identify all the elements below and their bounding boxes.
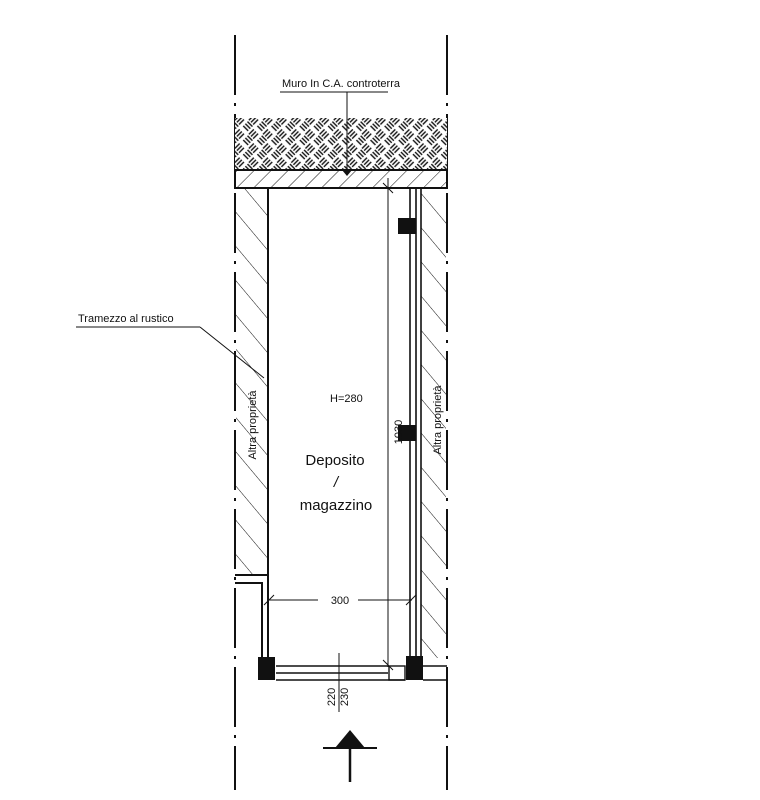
left-wall-outline <box>235 188 269 665</box>
room-name-line2: / <box>333 474 340 491</box>
pillar <box>258 657 275 680</box>
neighbor-label-left: Altra proprietà <box>247 390 259 460</box>
neighbor-label-right: Altra proprietà <box>432 385 444 455</box>
partition-note-leader <box>199 326 265 379</box>
earth-fill-hatch <box>235 118 447 170</box>
pillar <box>398 425 416 441</box>
door-height-2: 230 <box>339 688 351 706</box>
door-height-1: 220 <box>326 688 338 706</box>
pillar <box>406 656 423 680</box>
dimension-length: 1030 <box>393 420 405 444</box>
wall-note: Muro In C.A. controterra <box>282 78 401 90</box>
retaining-wall <box>234 169 448 189</box>
entrance-arrow-icon <box>323 730 377 782</box>
dimension-length-line <box>382 178 394 671</box>
room-name-line1: Deposito <box>305 452 364 469</box>
room-height: H=280 <box>330 393 363 405</box>
room-name-line3: magazzino <box>300 497 373 514</box>
partition-note: Tramezzo al rustico <box>78 313 174 325</box>
entrance-door <box>276 665 447 681</box>
pillar <box>398 218 416 234</box>
dimension-width: 300 <box>331 595 349 607</box>
left-neighbor-wall <box>236 188 268 575</box>
right-neighbor-wall <box>421 188 446 658</box>
dimension-width-line <box>263 594 417 606</box>
